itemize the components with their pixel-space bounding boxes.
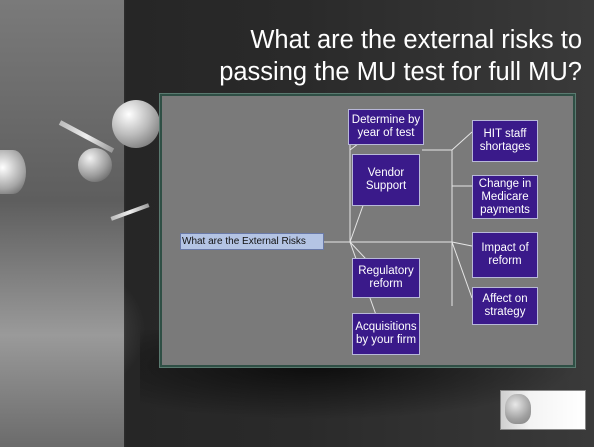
- connector-line: [451, 241, 473, 299]
- risk-diagram: What are the External Risks Determine by…: [160, 94, 575, 367]
- node-acquisitions: Acquisitions by your firm: [352, 313, 420, 355]
- slide-title: What are the external risks to passing t…: [150, 24, 582, 88]
- company-logo: [500, 390, 586, 430]
- node-vendor-support: Vendor Support: [352, 154, 420, 206]
- node-hit-staff-shortages: HIT staff shortages: [472, 120, 538, 162]
- connector-line: [451, 131, 473, 151]
- title-line-1: What are the external risks to: [250, 26, 582, 54]
- node-affect-on-strategy: Affect on strategy: [472, 287, 538, 325]
- root-node: What are the External Risks: [180, 233, 324, 250]
- diagram-connectors: [324, 126, 473, 327]
- node-determine-by-year: Determine by year of test: [348, 109, 424, 145]
- decor-sphere: [112, 100, 160, 148]
- node-regulatory-reform: Regulatory reform: [352, 258, 420, 298]
- decor-sphere: [78, 148, 112, 182]
- bust-logo-icon: [505, 394, 531, 424]
- node-change-in-medicare: Change in Medicare payments: [472, 175, 538, 219]
- connector-line: [451, 241, 473, 247]
- decor-sphere: [0, 150, 26, 194]
- title-line-2: passing the MU test for full MU?: [219, 58, 582, 86]
- node-impact-of-reform: Impact of reform: [472, 232, 538, 278]
- left-decor-panel: [0, 0, 124, 447]
